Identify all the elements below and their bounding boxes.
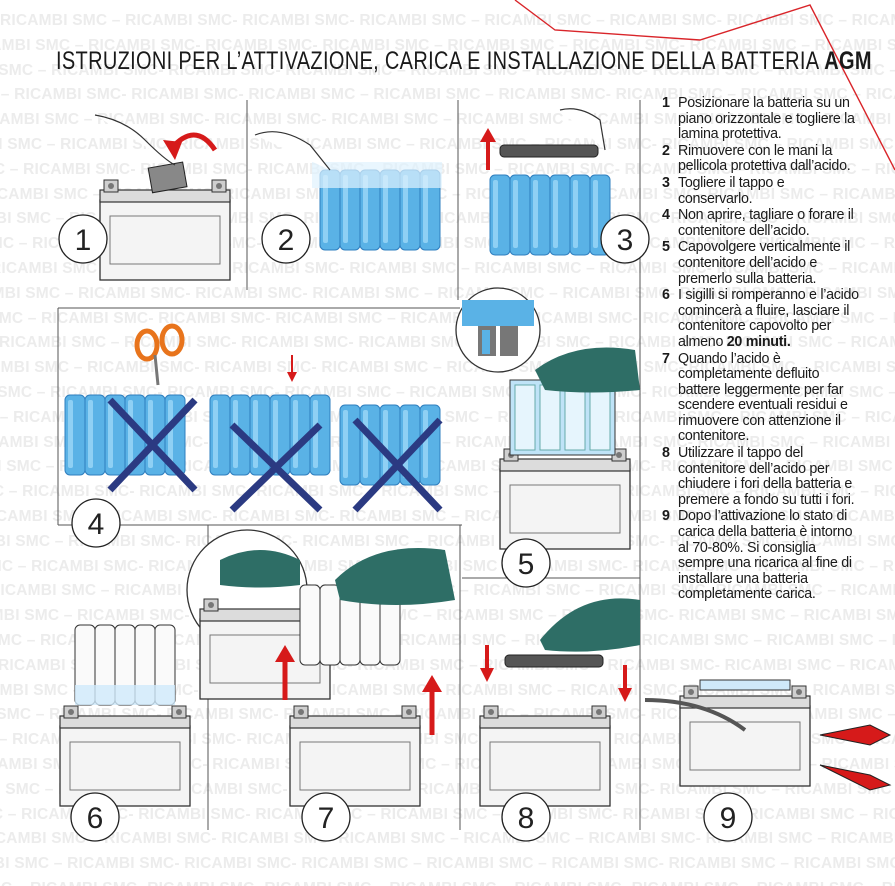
title-main: ISTRUZIONI PER L’ATTIVAZIONE, CARICA E I…: [56, 47, 825, 75]
figure-6: [59, 624, 191, 807]
figure-4: [64, 323, 443, 513]
step-text: Capovolgere verticalmente il contenitore…: [678, 239, 850, 287]
figure-number-9: 9: [703, 792, 753, 842]
step-number: 8: [662, 445, 670, 462]
title-emphasis: AGM: [824, 47, 872, 75]
step-text: Rimuovere con le mani la pellicola prote…: [678, 142, 851, 175]
svg-text:3: 3: [617, 224, 634, 257]
figure-9: [644, 679, 892, 791]
svg-text:1: 1: [75, 224, 92, 257]
step-4: 4 Non aprire, tagliare o forare il conte…: [662, 207, 862, 239]
step-5: 5 Capovolgere verticalmente il contenito…: [662, 240, 862, 287]
step-number: 1: [662, 95, 670, 111]
step-text: I sigilli si romperanno e l’acido cominc…: [678, 287, 862, 350]
page-title: ISTRUZIONI PER L’ATTIVAZIONE, CARICA E I…: [56, 47, 872, 76]
svg-text:8: 8: [518, 802, 535, 835]
step-text: Posizionare la batteria su un piano oriz…: [678, 95, 855, 143]
step-text-main: I sigilli si romperanno e l’acido cominc…: [678, 287, 859, 350]
figure-number-4: 4: [71, 498, 121, 548]
step-number: 5: [662, 239, 670, 256]
step-number: 6: [662, 287, 670, 304]
step-text: Dopo l’attivazione lo stato di carica de…: [678, 508, 853, 603]
step-text: Non aprire, tagliare o forare il conteni…: [678, 207, 854, 239]
figure-number-8: 8: [501, 792, 551, 842]
step-number: 7: [662, 350, 670, 367]
figure-number-1: 1: [58, 214, 108, 264]
svg-text:6: 6: [87, 802, 104, 835]
step-number: 2: [662, 142, 670, 159]
figure-5: [455, 287, 640, 550]
figure-3: [480, 108, 611, 256]
figure-number-2: 2: [261, 214, 311, 264]
glove-icon: [535, 347, 640, 393]
figure-8: [479, 598, 640, 807]
figure-number-7: 7: [301, 792, 351, 842]
instructions-list: 1 Posizionare la batteria su un piano or…: [662, 95, 862, 604]
svg-text:2: 2: [278, 224, 295, 257]
step-8: 8 Utilizzare il tappo del contenitore de…: [662, 445, 862, 508]
step-7: 7 Quando l’acido è completamente defluit…: [662, 350, 862, 446]
step-text: Togliere il tappo e conservarlo.: [678, 174, 785, 207]
scissors-icon: [134, 323, 185, 386]
step-text: Utilizzare il tappo del contenitore dell…: [678, 445, 855, 508]
figure-1: [94, 114, 231, 281]
step-text-bold: 20 minuti.: [726, 333, 791, 350]
svg-text:5: 5: [518, 548, 535, 581]
step-number: 4: [662, 207, 670, 224]
step-6: 6 I sigilli si romperanno e l’acido comi…: [662, 287, 862, 350]
svg-text:4: 4: [88, 508, 105, 541]
svg-text:7: 7: [318, 802, 335, 835]
step-text: Quando l’acido è completamente defluito …: [678, 350, 848, 445]
figure-2: [254, 131, 442, 251]
step-3: 3 Togliere il tappo e conservarlo.: [662, 174, 862, 207]
step-number: 9: [662, 508, 670, 525]
figure-number-5: 5: [501, 538, 551, 588]
figure-7: [186, 529, 455, 807]
figure-number-3: 3: [600, 214, 650, 264]
step-2: 2 Rimuovere con le mani la pellicola pro…: [662, 142, 862, 175]
figure-number-6: 6: [70, 792, 120, 842]
step-number: 3: [662, 174, 670, 191]
step-1: 1 Posizionare la batteria su un piano or…: [662, 95, 862, 143]
step-9: 9 Dopo l’attivazione lo stato di carica …: [662, 509, 862, 603]
svg-text:9: 9: [720, 802, 737, 835]
